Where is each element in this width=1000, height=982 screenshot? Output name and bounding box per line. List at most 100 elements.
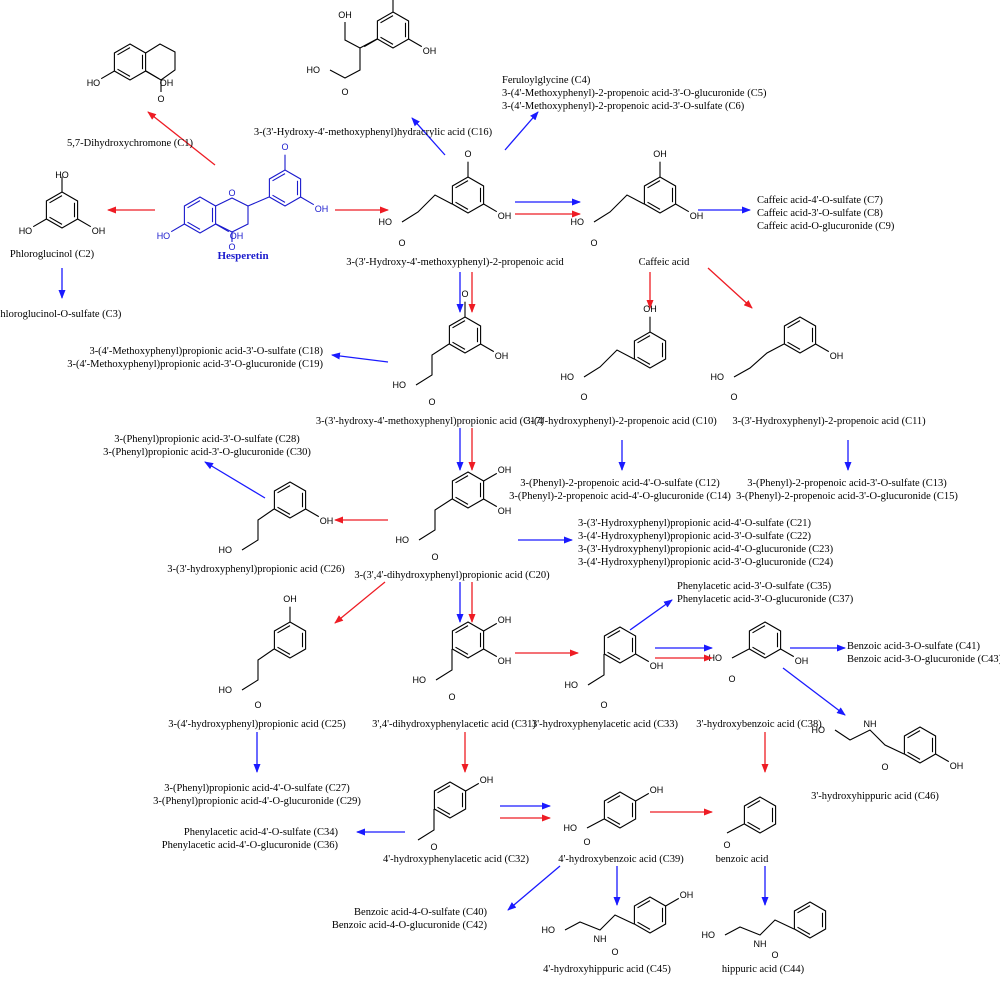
c31-o: O [448, 692, 455, 702]
atom-label: OH [690, 211, 704, 221]
c11-chain [733, 343, 785, 378]
label-c24: 3-(4'-Hydroxyphenyl)propionic acid-3'-O-… [578, 557, 834, 568]
c31-chain [435, 649, 453, 681]
substituent-bond [483, 648, 498, 658]
label-c31: 3',4'-dihydroxyphenylacetic acid (C31) [372, 719, 536, 730]
double-bond [455, 475, 469, 484]
c11-ho: HO [711, 372, 725, 382]
label-c27-group: 3-(Phenyl)propionic acid-4'-O-sulfate (C… [153, 782, 361, 808]
atom-label: OH [230, 231, 244, 241]
atom-label: OH [160, 78, 174, 88]
label-c43: Benzoic acid-3-O-glucuronide (C43) [847, 654, 1000, 665]
atom-label: O [461, 289, 468, 299]
c16-oh: OH [338, 10, 352, 20]
c26-chain [241, 508, 275, 551]
caffeic-o: O [590, 238, 597, 248]
atom-label: OH [498, 656, 512, 666]
substituent-bond [483, 472, 498, 482]
c17-chain [415, 343, 450, 386]
c39-o: O [583, 837, 590, 847]
label-benzoic: benzoic acid [715, 854, 769, 865]
ring-bond [451, 621, 485, 659]
label-c9: Caffeic acid-O-glucuronide (C9) [757, 221, 895, 232]
c46-o: O [881, 762, 888, 772]
arrow-caffeic-to-c11 [707, 267, 753, 309]
substituent-bond [483, 203, 498, 213]
double-bond [647, 201, 661, 210]
ring-bond [183, 196, 217, 234]
c10-o: O [580, 392, 587, 402]
c33-ho: HO [565, 680, 579, 690]
c10-chain [583, 349, 635, 378]
label-c35-group: Phenylacetic acid-3'-O-sulfate (C35) Phe… [677, 580, 853, 606]
benzoic-o: O [723, 840, 730, 850]
label-c4: Feruloylglycine (C4) [502, 75, 591, 86]
arrow-c38-to-c46 [782, 667, 846, 716]
double-bond [907, 751, 921, 760]
ring-bond [603, 791, 637, 829]
molecule-propenoic: OOH [451, 149, 511, 221]
ring-bond [273, 621, 307, 659]
c16-o: O [341, 87, 348, 97]
molecule-benzoic [743, 796, 777, 834]
label-c38: 3'-hydroxybenzoic acid (C38) [696, 719, 822, 730]
substituent-bond [780, 648, 795, 658]
molecule-c10: OH [633, 304, 667, 369]
molecule-c17: OOH [448, 289, 508, 361]
double-bond [277, 646, 291, 655]
molecule-c45: OH [633, 890, 693, 934]
molecule-caffeic: OH OH [643, 149, 704, 221]
double-bond [787, 341, 801, 350]
molecule-hesperetin-b-ring: OOH [268, 142, 329, 214]
label-c41: Benzoic acid-3-O-sulfate (C41) [847, 641, 980, 652]
label-c33: 3'-hydroxyphenylacetic acid (C33) [532, 719, 678, 730]
label-c28-group: 3-(Phenyl)propionic acid-3'-O-sulfate (C… [103, 433, 311, 459]
double-bond [607, 651, 621, 660]
c32-chain [417, 809, 435, 841]
substituent-bond [408, 38, 423, 48]
substituent-bond [635, 653, 650, 663]
atom-label: OH [315, 204, 329, 214]
ring-bond [376, 11, 410, 49]
label-c3: Phloroglucinol-O-sulfate (C3) [0, 309, 122, 320]
double-bond [49, 216, 63, 225]
c44-chain [724, 919, 795, 936]
arrow-propenoic-to-c16 [411, 117, 446, 156]
c33-o: O [600, 700, 607, 710]
molecule-c32: OH [433, 775, 493, 819]
double-bond [637, 921, 651, 930]
label-c21-group: 3-(3'-Hydroxyphenyl)propionic acid-4'-O-… [578, 517, 833, 569]
substituent-bond [170, 223, 185, 233]
double-bond [452, 320, 466, 329]
c44-o: O [771, 950, 778, 960]
label-c7: Caffeic acid-4'-O-sulfate (C7) [757, 195, 883, 206]
double-bond [272, 194, 286, 203]
label-c8: Caffeic acid-3'-O-sulfate (C8) [757, 208, 883, 219]
double-bond [49, 195, 63, 204]
ring-bond [113, 43, 147, 81]
label-propenoic: 3-(3'-Hydroxy-4'-methoxyphenyl)-2-propen… [346, 257, 564, 268]
atom-label: OH [653, 149, 667, 159]
arrow-c33-to-c35 [629, 599, 673, 631]
propenoic-ho: HO [379, 217, 393, 227]
label-c34: Phenylacetic acid-4'-O-sulfate (C34) [183, 827, 338, 838]
label-c40-group: Benzoic acid-4-O-sulfate (C40) Benzoic a… [332, 906, 487, 932]
double-bond [437, 806, 451, 815]
molecule-c25: OH [273, 594, 307, 659]
ring-bond [748, 621, 782, 659]
hesperetin-carbonyl-o: O [228, 242, 235, 252]
molecule-c46: OH [903, 726, 963, 771]
c31-ho: HO [413, 675, 427, 685]
substituent-bond [100, 70, 115, 80]
double-bond [607, 816, 621, 825]
label-c21: 3-(3'-Hydroxyphenyl)propionic acid-4'-O-… [578, 518, 811, 529]
double-bond [752, 646, 766, 655]
double-bond [455, 496, 469, 505]
ring-bond [268, 169, 302, 207]
double-bond [747, 800, 761, 809]
c46-chain [834, 729, 905, 755]
c17-o: O [428, 397, 435, 407]
ring-bond [45, 191, 79, 229]
label-hesperetin: Hesperetin [217, 250, 269, 262]
